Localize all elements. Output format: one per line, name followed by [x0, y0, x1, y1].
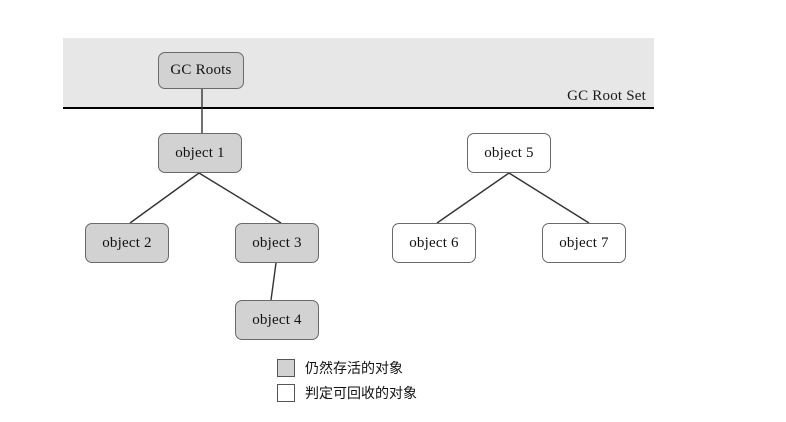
- gc-root-set-band: GC Root Set: [63, 38, 654, 109]
- edge-object5-object7: [508, 172, 590, 224]
- legend-swatch-dead: [277, 384, 295, 402]
- edge-object1-object2: [129, 172, 200, 224]
- edge-object1-object3: [198, 172, 282, 224]
- node-object-3[interactable]: object 3: [235, 223, 319, 263]
- node-label: object 3: [252, 234, 302, 251]
- node-label: object 2: [102, 234, 152, 251]
- node-label: object 7: [559, 234, 609, 251]
- gc-root-set-label: GC Root Set: [567, 88, 646, 104]
- node-object-6[interactable]: object 6: [392, 223, 476, 263]
- node-gc-roots[interactable]: GC Roots: [158, 52, 244, 89]
- edge-object5-object6: [436, 172, 510, 224]
- node-object-5[interactable]: object 5: [467, 133, 551, 173]
- legend-label: 仍然存活的对象: [305, 361, 403, 377]
- legend-label: 判定可回收的对象: [305, 386, 417, 402]
- node-object-1[interactable]: object 1: [158, 133, 242, 173]
- node-label: object 6: [409, 234, 459, 251]
- node-label: object 1: [175, 144, 225, 161]
- node-label: object 4: [252, 311, 302, 328]
- legend-dead: 判定可回收的对象: [277, 382, 417, 404]
- node-object-7[interactable]: object 7: [542, 223, 626, 263]
- legend-alive: 仍然存活的对象: [277, 357, 417, 379]
- node-label: GC Roots: [170, 62, 232, 78]
- edge-object3-object4: [270, 262, 277, 301]
- legend: 仍然存活的对象判定可回收的对象: [277, 357, 417, 407]
- node-object-4[interactable]: object 4: [235, 300, 319, 340]
- node-object-2[interactable]: object 2: [85, 223, 169, 263]
- legend-swatch-alive: [277, 359, 295, 377]
- node-label: object 5: [484, 144, 534, 161]
